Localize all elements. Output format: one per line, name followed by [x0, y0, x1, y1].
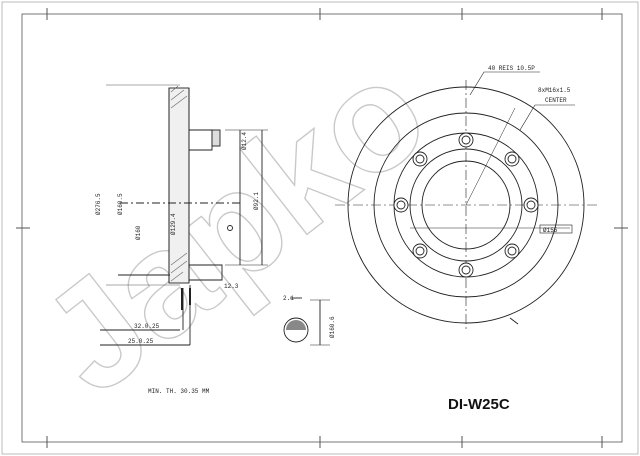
- watermark-logo: Japko: [11, 26, 456, 425]
- bolt-holes: [393, 132, 539, 278]
- front-view-leaders: [469, 71, 575, 234]
- part-number: DI-W25C: [448, 396, 510, 413]
- dim-detail-small: 2.1: [283, 295, 294, 302]
- dim-bolt-circle: 40 REIS 10.5P: [488, 65, 535, 72]
- dim-thickness-2: 25.0.25: [128, 338, 154, 345]
- side-view-section: [100, 84, 268, 346]
- dim-offset: 12.3: [224, 283, 239, 290]
- min-thickness-note: MIN. TH. 30.35 MM: [148, 388, 210, 395]
- dim-diameter-2: Ø160.5: [117, 193, 124, 215]
- frame-ticks: [16, 8, 628, 448]
- dim-thickness-1: 32.0.25: [134, 323, 160, 330]
- dim-diameter-6: Ø92.1: [253, 192, 260, 210]
- dim-diameter-1: Ø276.5: [95, 193, 102, 215]
- dim-thread: 8xM16x1.5: [538, 87, 571, 94]
- detail-view: [283, 297, 330, 346]
- dim-diameter-4: Ø129.4: [170, 213, 177, 235]
- dim-diameter-3: Ø160: [135, 225, 142, 240]
- dim-detail-diameter: Ø160.6: [329, 316, 336, 338]
- dim-bore: Ø155: [543, 227, 558, 234]
- dim-diameter-5: Ø12.4: [241, 132, 248, 150]
- dim-center: CENTER: [545, 97, 567, 104]
